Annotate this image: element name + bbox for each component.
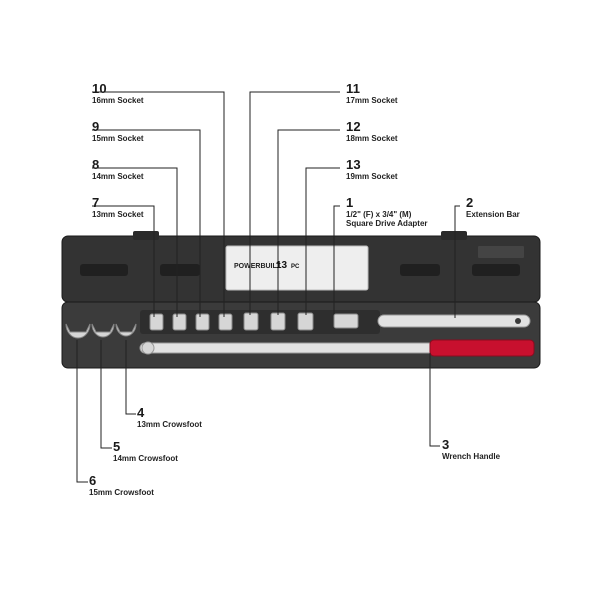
socket-17mm bbox=[243, 312, 259, 331]
callout-10-text: 16mm Socket bbox=[92, 96, 144, 105]
callout-1-number: 1 bbox=[346, 195, 354, 210]
leader-8 bbox=[92, 167, 178, 317]
lid-brand: POWERBUILT bbox=[234, 263, 281, 270]
callout-6: 6 15mm Crowsfoot bbox=[89, 474, 154, 497]
callout-8-text: 14mm Socket bbox=[92, 172, 144, 181]
callout-11: 11 17mm Socket bbox=[346, 82, 398, 105]
lid-label-sticker bbox=[225, 245, 369, 291]
lid-hinge-right bbox=[441, 231, 467, 240]
callout-4-number: 4 bbox=[137, 405, 145, 420]
extension-bar-hole bbox=[515, 318, 521, 324]
callout-10-number: 10 bbox=[92, 81, 107, 96]
callout-5: 5 14mm Crowsfoot bbox=[113, 440, 178, 463]
lid-slot-mid-left bbox=[160, 264, 200, 276]
crowsfoot-15mm bbox=[65, 323, 91, 339]
lid-slot-right bbox=[472, 264, 520, 276]
crowsfoots bbox=[65, 323, 137, 339]
callout-3: 3 Wrench Handle bbox=[442, 438, 500, 461]
socket-14mm bbox=[172, 313, 187, 331]
socket-16mm bbox=[218, 313, 233, 331]
callout-7-number: 7 bbox=[92, 195, 100, 210]
callout-8-number: 8 bbox=[92, 157, 100, 172]
callout-11-text: 17mm Socket bbox=[346, 96, 398, 105]
callout-5-text: 14mm Crowsfoot bbox=[113, 454, 178, 463]
socket-19mm bbox=[297, 312, 314, 331]
callout-3-number: 3 bbox=[442, 437, 450, 452]
socket-18mm bbox=[270, 312, 286, 331]
callout-12: 12 18mm Socket bbox=[346, 120, 398, 143]
callout-11-number: 11 bbox=[346, 81, 361, 96]
callout-7: 7 13mm Socket bbox=[92, 196, 144, 219]
leader-9 bbox=[92, 129, 201, 317]
lid-hinge-left bbox=[133, 231, 159, 240]
callout-13: 13 19mm Socket bbox=[346, 158, 398, 181]
leader-1 bbox=[333, 205, 340, 314]
leader-10 bbox=[92, 91, 225, 317]
callout-2: 2 Extension Bar bbox=[466, 196, 520, 219]
leader-3 bbox=[429, 353, 440, 447]
leader-5 bbox=[100, 340, 112, 449]
leader-lines bbox=[76, 91, 460, 483]
leader-2 bbox=[454, 205, 460, 318]
wrench-handle-head bbox=[141, 341, 155, 355]
leader-7 bbox=[92, 205, 155, 317]
leader-12 bbox=[277, 129, 340, 315]
crowsfoot-13mm bbox=[115, 323, 137, 337]
leader-13 bbox=[305, 167, 340, 315]
callout-10: 10 16mm Socket bbox=[92, 82, 144, 105]
callout-12-number: 12 bbox=[346, 119, 361, 134]
callout-4: 4 13mm Crowsfoot bbox=[137, 406, 202, 429]
callout-7-text: 13mm Socket bbox=[92, 210, 144, 219]
callout-9-text: 15mm Socket bbox=[92, 134, 144, 143]
callout-2-text: Extension Bar bbox=[466, 210, 520, 219]
callout-13-number: 13 bbox=[346, 157, 361, 172]
callout-4-text: 13mm Crowsfoot bbox=[137, 420, 202, 429]
lid-small-plate bbox=[478, 246, 524, 258]
leader-4 bbox=[125, 340, 136, 415]
callout-2-number: 2 bbox=[466, 195, 474, 210]
callout-8: 8 14mm Socket bbox=[92, 158, 144, 181]
wrench-handle-shaft bbox=[139, 342, 441, 354]
lid-slot-left bbox=[80, 264, 128, 276]
callout-1-text-line2: Square Drive Adapter bbox=[346, 219, 428, 228]
callout-12-text: 18mm Socket bbox=[346, 134, 398, 143]
lid-count-suffix: PC bbox=[291, 264, 300, 270]
callout-6-number: 6 bbox=[89, 473, 97, 488]
sockets bbox=[149, 312, 314, 331]
callout-6-text: 15mm Crowsfoot bbox=[89, 488, 154, 497]
socket-15mm bbox=[195, 313, 210, 331]
callout-9: 9 15mm Socket bbox=[92, 120, 144, 143]
lid-count: 13 bbox=[276, 260, 288, 271]
wrench-handle-grip bbox=[429, 339, 535, 357]
callout-13-text: 19mm Socket bbox=[346, 172, 398, 181]
crowsfoot-14mm bbox=[91, 323, 115, 338]
leader-11 bbox=[249, 91, 340, 315]
callout-9-number: 9 bbox=[92, 119, 100, 134]
socket-13mm bbox=[149, 313, 164, 331]
callout-1: 1 1/2" (F) x 3/4" (M) Square Drive Adapt… bbox=[346, 196, 428, 228]
callout-3-text: Wrench Handle bbox=[442, 452, 501, 461]
lid-slot-mid-right bbox=[400, 264, 440, 276]
extension-bar bbox=[377, 314, 531, 328]
callout-1-text: 1/2" (F) x 3/4" (M) bbox=[346, 210, 412, 219]
callout-5-number: 5 bbox=[113, 439, 121, 454]
square-drive-adapter bbox=[333, 313, 359, 329]
leader-6 bbox=[76, 340, 88, 483]
